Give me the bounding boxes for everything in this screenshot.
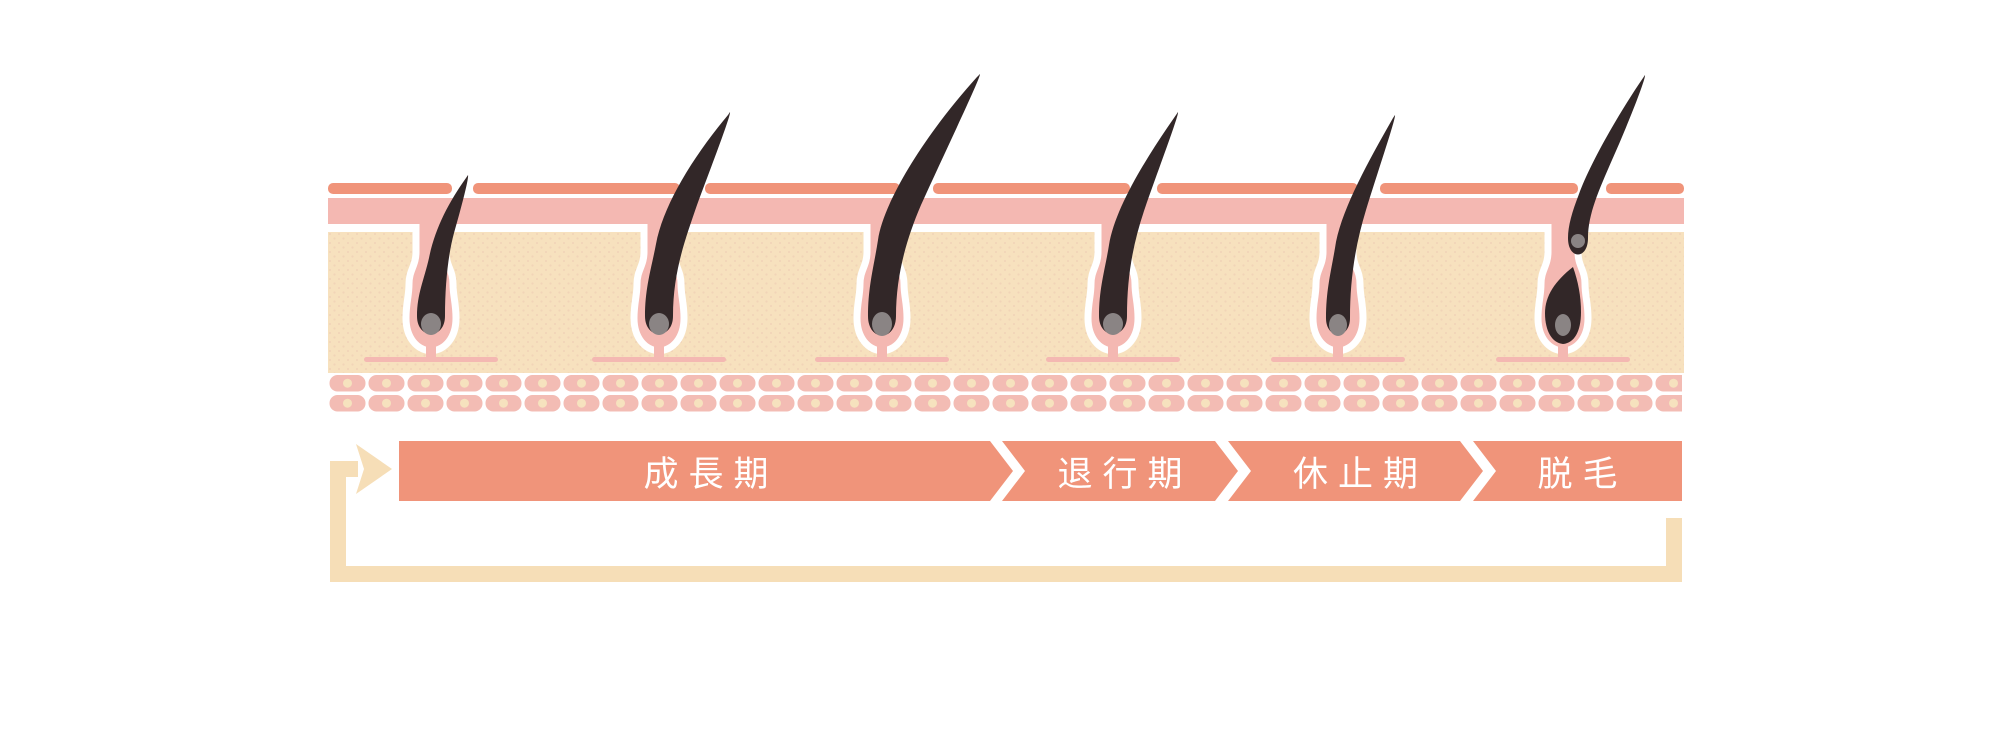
papilla-4: [1103, 313, 1123, 335]
follicle-stem: [426, 344, 436, 360]
hair-1: [417, 175, 469, 334]
surface-segment: [933, 183, 1130, 194]
follicle-stem: [1333, 344, 1343, 360]
club-root-6: [1571, 234, 1585, 248]
loop-line: [330, 461, 1682, 582]
hair-4: [1099, 112, 1179, 334]
loop-arrowhead-icon: [356, 444, 392, 494]
follicle-stem: [1108, 344, 1118, 360]
surface-segment: [1606, 183, 1684, 194]
phase-label: 脱毛: [1537, 454, 1628, 494]
follicle-stem: [1558, 344, 1568, 360]
subcutaneous-fat-layer: [328, 374, 1682, 414]
hair-5: [1326, 115, 1396, 335]
cycle-return-arrow: [330, 444, 1682, 582]
papilla-2: [649, 313, 669, 335]
papilla-5: [1329, 314, 1347, 336]
hair-3: [868, 74, 981, 336]
cycle-phase-banner: 成長期 退行期 休止期 脱毛: [399, 441, 1682, 501]
skin-surface-layer: [328, 183, 1684, 194]
phase-label: 成長期: [643, 454, 779, 494]
surface-segment: [328, 183, 452, 194]
surface-segment: [473, 183, 680, 194]
hair-6-new-bulb: [1545, 267, 1581, 344]
surface-segment: [1157, 183, 1358, 194]
phase-segment-telogen: 休止期: [1228, 441, 1483, 501]
phase-label: 休止期: [1292, 454, 1428, 494]
papilla-1: [421, 313, 441, 335]
dermis-texture: [328, 232, 1684, 373]
phase-segment-shedding: 脱毛: [1473, 441, 1682, 501]
phase-segment-anagen: 成長期: [399, 441, 1013, 501]
papilla-6: [1555, 314, 1571, 336]
follicle-stems: [426, 344, 1568, 360]
papilla-3: [872, 312, 892, 336]
surface-segment: [705, 183, 900, 194]
dermis-layer: [328, 232, 1684, 373]
hairs: [417, 74, 1646, 344]
epidermis-layer: [328, 198, 1684, 224]
phase-segment-catagen: 退行期: [1002, 441, 1238, 501]
follicle-stem: [654, 344, 664, 360]
hair-6-detached: [1568, 75, 1646, 255]
follicle-stem: [877, 344, 887, 360]
phase-label: 退行期: [1057, 454, 1193, 494]
epidermis-dermis-boundary: [328, 224, 1684, 232]
hair-2: [645, 112, 731, 334]
surface-segment: [1380, 183, 1578, 194]
